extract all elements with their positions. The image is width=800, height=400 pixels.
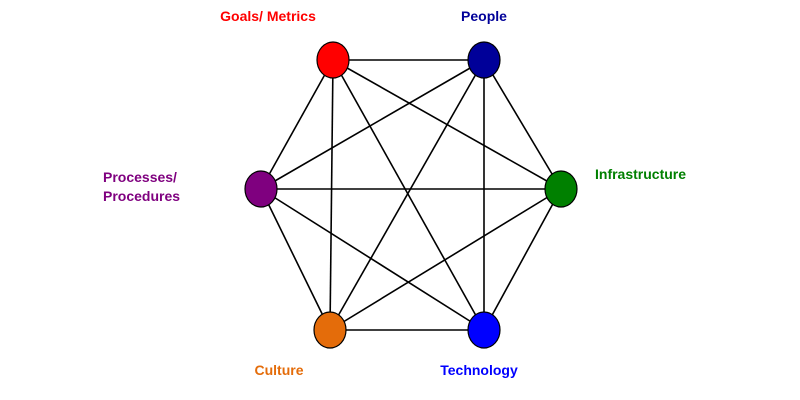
- node-label-goals-metrics: Goals/ Metrics: [220, 8, 316, 24]
- node-label-processes-procedures: Processes/ Procedures: [103, 168, 180, 206]
- edge-culture-processes: [260, 188, 331, 331]
- node-technology: [467, 311, 501, 349]
- node-label-culture: Culture: [254, 362, 304, 378]
- node-goals: [316, 41, 350, 79]
- edge-infrastructure-culture: [329, 188, 562, 331]
- node-processes: [244, 170, 278, 208]
- edge-people-culture: [329, 59, 485, 331]
- node-people: [467, 41, 501, 79]
- node-label-technology: Technology: [440, 362, 518, 378]
- edge-people-processes: [260, 59, 485, 190]
- node-culture: [313, 311, 347, 349]
- node-label-processes-line1: Processes/: [103, 169, 177, 185]
- node-circles: [244, 41, 578, 349]
- connection-lines: [260, 59, 562, 331]
- edge-people-infrastructure: [483, 59, 562, 190]
- edge-goals-processes: [260, 59, 334, 190]
- edge-technology-processes: [260, 188, 485, 331]
- edge-goals-technology: [332, 59, 485, 331]
- node-label-processes-line2: Procedures: [103, 188, 181, 204]
- node-label-people: People: [461, 8, 507, 24]
- edge-infrastructure-technology: [483, 188, 562, 331]
- edge-goals-culture: [329, 59, 334, 331]
- node-infrastructure: [544, 170, 578, 208]
- node-label-infrastructure: Infrastructure: [595, 166, 687, 182]
